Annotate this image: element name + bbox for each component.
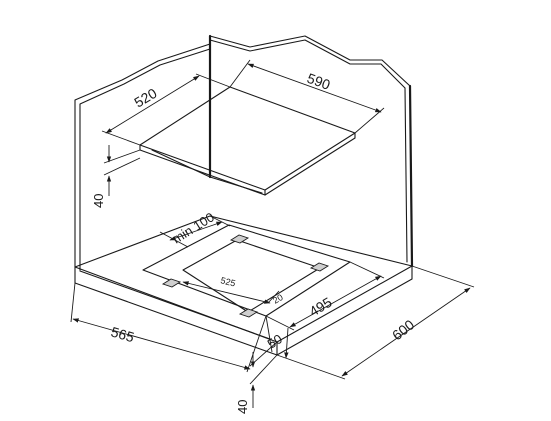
dim-front-margin-label: 50 [265,331,285,351]
dim-hob-depth-label: 520 [131,85,159,111]
mounting-brackets [161,234,330,318]
dim-worktop-thickness [249,341,278,408]
dim-hob-height-label: 40 [91,194,106,208]
hob [139,86,356,196]
dim-worktop-thickness-label: 40 [235,400,250,414]
dim-front-margin [265,315,289,359]
dim-worktop-depth-label: 600 [389,316,417,343]
bracket-right [309,262,330,272]
dim-bracket-spacing [182,281,271,304]
dim-cutout-width-label: 565 [109,324,136,346]
dim-hob-depth [101,73,231,146]
dim-bracket-offset [267,290,280,304]
dim-hob-width [229,59,385,134]
cabinet-walls [74,34,414,271]
dim-bracket-offset-label: 20 [271,292,285,306]
bracket-back-left [229,234,250,244]
dim-cutout-depth [265,261,385,331]
bracket-front [238,308,259,318]
dim-clearance [159,215,231,248]
dim-hob-height [103,145,141,196]
dim-clearance-label: min 100 [170,209,217,246]
dim-bracket-spacing-label: 525 [220,275,237,288]
dim-hob-width-label: 590 [305,70,333,93]
bracket-front-left [161,278,182,288]
dim-cutout-width [70,282,267,373]
dim-worktop-depth [276,265,475,380]
